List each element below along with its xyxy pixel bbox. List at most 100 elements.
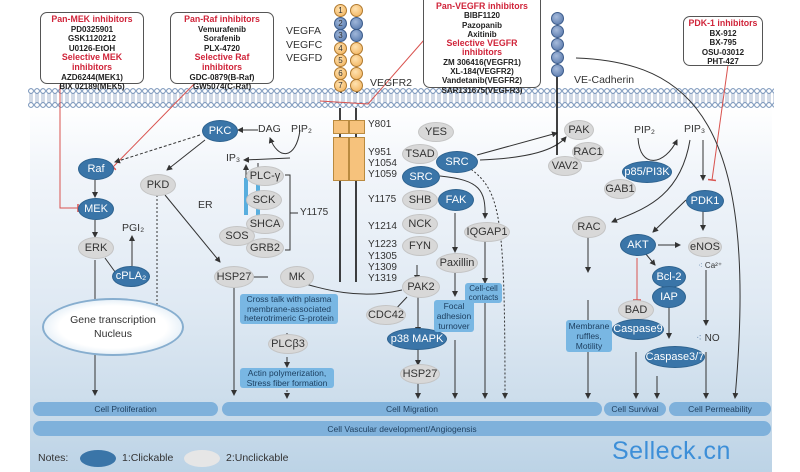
site-y951: Y951 — [368, 147, 392, 158]
inhibitor-item[interactable]: Vandetanib(VEGFR2) — [441, 76, 522, 86]
node-tsad: TSAD — [402, 144, 438, 164]
node-rac: RAC — [572, 216, 606, 238]
selective-raf-heading: Selective Raf inhibitors — [194, 52, 250, 72]
vegfr2-ig-domain — [350, 79, 363, 92]
outcome-cell-proliferation[interactable]: Cell Proliferation — [33, 402, 218, 416]
inhibitor-item[interactable]: PHT-427 — [707, 57, 739, 67]
inhibitor-item[interactable]: Vemurafenib — [197, 24, 246, 34]
inhibitor-item[interactable]: BIX 02189(MEK5) — [59, 82, 125, 92]
inhibitor-item[interactable]: BX-795 — [709, 38, 737, 48]
node-mek[interactable]: MEK — [78, 198, 114, 220]
inhibitor-item[interactable]: ZM 306416(VEGFR1) — [443, 57, 521, 67]
node-src-lower[interactable]: SRC — [402, 166, 440, 188]
inhibitor-item[interactable]: GW5074(C-Raf) — [192, 82, 252, 92]
vegfr2-ig-domain: 3 — [334, 29, 347, 42]
node-sos: SOS — [219, 226, 255, 246]
label-dag: DAG — [258, 123, 281, 135]
vegfr2-ig-domain — [350, 16, 363, 30]
legend-unclickable-label: 2:Unclickable — [226, 452, 289, 464]
inhibitor-item[interactable]: AZD6244(MEK1) — [61, 72, 123, 82]
node-grb2: GRB2 — [246, 238, 284, 258]
inhibitor-item[interactable]: XL-184(VEGFR2) — [450, 67, 514, 77]
inhibitor-item[interactable]: BX-912 — [709, 28, 737, 38]
node-bcl2[interactable]: Bcl-2 — [652, 266, 686, 288]
inhibitor-item[interactable]: BIBF1120 — [463, 11, 501, 21]
vegfr2-ig-domain — [350, 54, 363, 67]
outcome-cell-permeability[interactable]: Cell Permeability — [669, 402, 771, 416]
inhibitor-item[interactable]: OSU-03012 — [701, 47, 745, 57]
inhibitor-item[interactable]: Sorafenib — [203, 34, 241, 44]
site-y1305: Y1305 — [368, 251, 397, 262]
node-nck: NCK — [402, 214, 438, 234]
node-pak: PAK — [564, 120, 594, 140]
node-akt[interactable]: AKT — [620, 234, 656, 256]
node-raf[interactable]: Raf — [78, 158, 114, 180]
selective-vegfr-heading: Selective VEGFR inhibitors — [446, 38, 518, 58]
node-iqgap1: IQGAP1 — [464, 222, 510, 242]
site-y1175: Y1175 — [368, 194, 397, 205]
ligand-vegfa: VEGFA — [286, 25, 322, 37]
vegfr2-ig-domain — [350, 4, 363, 17]
ca-text: Ca²⁺ — [704, 261, 723, 270]
pdk1-inhibitors-box[interactable]: PDK-1 inhibitors BX-912 BX-795 OSU-03012… — [683, 16, 763, 66]
legend-title: Notes: — [38, 452, 69, 464]
node-hsp27-mid: HSP27 — [400, 364, 440, 384]
site-y801: Y801 — [368, 119, 392, 130]
process-membrane-ruffles: Membrane ruffles, Motility — [566, 320, 612, 352]
vegfr2-ig-domain — [350, 66, 363, 80]
node-src-upper[interactable]: SRC — [436, 151, 478, 173]
site-y1054: Y1054 — [368, 158, 397, 169]
vegfr2-kinase-domain-a — [333, 137, 349, 181]
inhibitor-item[interactable]: PD0325901 — [70, 24, 114, 34]
process-crosstalk: Cross talk with plasma membrane-associat… — [240, 294, 338, 324]
vegfr2-label: VEGFR2 — [370, 77, 413, 89]
node-shb: SHB — [402, 190, 438, 210]
outcome-angiogenesis[interactable]: Cell Vascular development/Angiogensis — [33, 421, 771, 436]
inhibitor-item[interactable]: GDC-0879(B-Raf) — [189, 72, 255, 82]
label-ip3: IP₃ — [226, 152, 241, 164]
node-p85-pi3k[interactable]: p85/PI3K — [622, 161, 672, 183]
node-fak[interactable]: FAK — [438, 189, 474, 211]
outcome-cell-migration[interactable]: Cell Migration — [222, 402, 602, 416]
vegfr2-jm-domain-a — [333, 120, 349, 134]
ion-dots-icon: ⁖ — [696, 333, 705, 344]
mek-inhibitors-box[interactable]: Pan-MEK inhibitors PD0325901 GSK1120212 … — [40, 12, 144, 91]
nucleus-line1: Gene transcription — [70, 314, 156, 326]
inhibitor-item[interactable]: GSK1120212 — [67, 34, 117, 44]
ve-cadherin-domain — [551, 25, 564, 38]
site-y1223: Y1223 — [368, 239, 397, 250]
legend-unclickable-swatch — [184, 450, 220, 467]
outcome-cell-survival[interactable]: Cell Survival — [604, 402, 666, 416]
node-fyn: FYN — [402, 236, 438, 256]
inhibitor-item[interactable]: PLX-4720 — [203, 43, 241, 53]
label-ca: ⁖ Ca²⁺ — [698, 260, 722, 271]
label-pip2-left: PIP₂ — [291, 123, 312, 135]
node-erk: ERK — [78, 237, 114, 259]
node-caspase9[interactable]: Caspase9 — [612, 319, 664, 340]
raf-inhibitors-box[interactable]: Pan-Raf inhibitors Vemurafenib Sorafenib… — [170, 12, 274, 91]
selleck-watermark: Selleck.cn — [612, 437, 731, 465]
site-y1059: Y1059 — [368, 169, 397, 180]
node-paxillin: Paxillin — [436, 253, 478, 273]
vegfr2-ig-domain — [350, 41, 363, 55]
node-mk: MK — [280, 266, 314, 288]
node-pdk1[interactable]: PDK1 — [686, 190, 724, 212]
inhibitor-item[interactable]: Axitinib — [467, 29, 497, 39]
node-p38-mapk[interactable]: p38 MAPK — [387, 328, 447, 350]
label-pip2-right: PIP₂ — [634, 124, 655, 136]
legend-clickable-label: 1:Clickable — [122, 452, 174, 464]
node-caspase3-7[interactable]: Caspase3/7 — [645, 346, 705, 368]
vegfr2-jm-domain-b — [349, 120, 365, 134]
node-iap[interactable]: IAP — [652, 286, 686, 308]
node-pkc[interactable]: PKC — [202, 120, 238, 142]
inhibitor-item[interactable]: Pazopanib — [461, 20, 502, 30]
node-shca: SHCA — [246, 214, 284, 234]
inhibitor-item[interactable]: U0126-EtOH — [68, 43, 116, 53]
vegfr-inhibitors-box[interactable]: Pan-VEGFR inhibitors BIBF1120 Pazopanib … — [423, 0, 541, 95]
process-cell-cell: Cell-cell contacts — [465, 283, 502, 303]
ve-cadherin-domain — [551, 38, 564, 51]
ion-dots-icon: ⁖ — [698, 261, 705, 270]
inhibitor-item[interactable]: SAR131675(VEGFR3) — [441, 85, 523, 95]
vegfr2-ig-domain — [350, 29, 363, 42]
node-cpla2[interactable]: cPLA₂ — [112, 266, 150, 287]
